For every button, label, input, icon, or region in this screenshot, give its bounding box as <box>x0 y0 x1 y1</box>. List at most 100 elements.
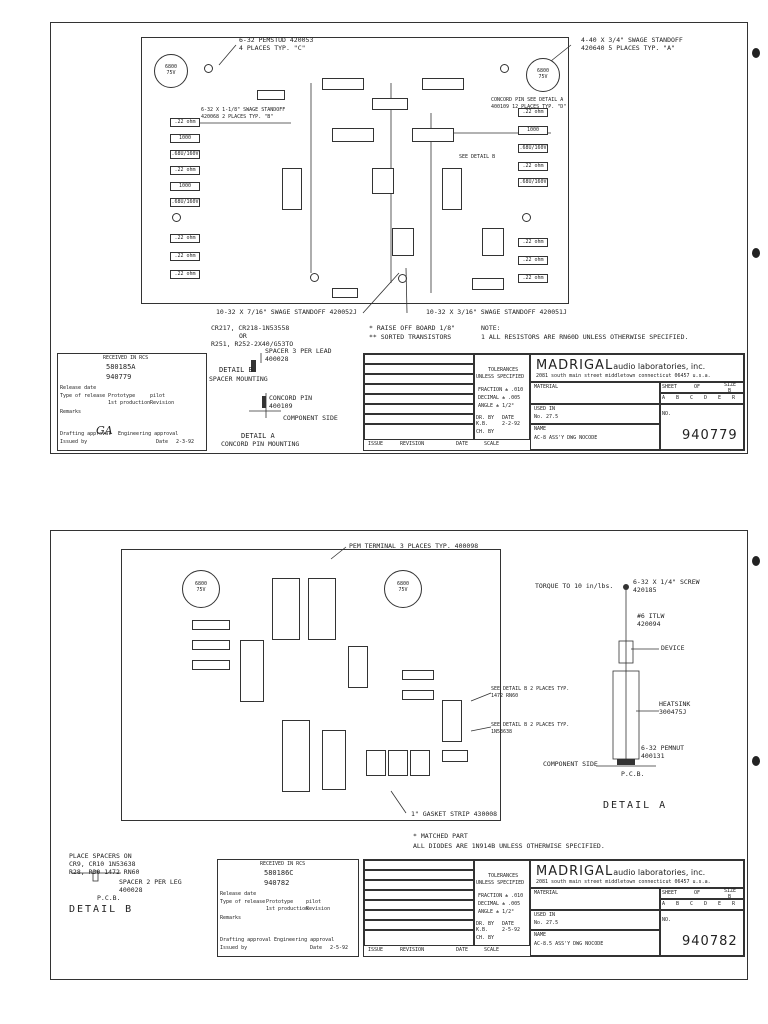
tb-revision: REVISION <box>400 441 425 447</box>
component <box>192 620 230 630</box>
tb-size: SIZE <box>724 382 737 388</box>
tb-name: NAME <box>534 426 547 432</box>
tb-no: NO. <box>662 917 672 923</box>
tb-letter-a: A <box>662 901 666 907</box>
callout-pcb: P.C.B. <box>621 770 645 778</box>
tb-dwg-no: 940779 <box>682 428 738 443</box>
stamp-issued-by: Issued by <box>60 439 88 445</box>
callout-see-detail-b: SEE DETAIL B <box>459 154 496 160</box>
component <box>442 750 468 762</box>
component <box>402 670 434 680</box>
component <box>402 690 434 700</box>
component <box>257 90 285 100</box>
tb-issue: ISSUE <box>368 947 384 953</box>
component <box>192 660 230 670</box>
capacitor: .68U/160V <box>518 178 548 187</box>
callout-concord-pin-sub: 400109 12 PLACES TYP. "D" <box>491 104 567 110</box>
tb-used-in-val: No. 27.5 <box>534 414 559 420</box>
stamp-prototype: Prototype <box>266 899 294 905</box>
resistor: .22 ohm <box>518 256 548 265</box>
note-1: 1 ALL RESISTORS ARE RN60D UNLESS OTHERWI… <box>481 333 689 341</box>
detail-b-line2: CR9, CR10 1N53638 <box>69 860 136 868</box>
tb-angle: ANGLE ± 1/2° <box>478 909 515 915</box>
trimmer <box>410 750 430 776</box>
stamp-first-production: 1st production <box>266 906 309 912</box>
mounting-hole <box>522 213 531 222</box>
tb-letter-d: D <box>704 901 708 907</box>
stamp-revision: Revision <box>150 400 175 406</box>
stamp-first-production: 1st production <box>108 400 151 406</box>
mounting-hole <box>204 64 213 73</box>
stamp-issued-by: Issued by <box>220 945 248 951</box>
tb-of: OF <box>694 384 701 390</box>
capacitor: .68U/160V <box>518 144 548 153</box>
company-logo: MADRIGALaudio laboratories, inc. <box>536 864 706 879</box>
title-block-top: TOLERANCES UNLESS SPECIFIED FRACTION ± .… <box>363 353 745 451</box>
tb-name: NAME <box>534 932 547 938</box>
component <box>372 98 408 110</box>
callout-itlw-pn: 420094 <box>637 620 661 628</box>
stamp-dwg-no: 940782 <box>264 879 290 887</box>
callout-swage-316: 10-32 X 3/16" SWAGE STANDOFF 420051J <box>426 308 567 316</box>
binder-hole-mark <box>752 48 760 58</box>
release-stamp: RECEIVED IN RCS 580186C 940782 Release d… <box>217 859 359 957</box>
tb-sheet: SHEET <box>662 890 678 896</box>
stamp-drafting: Drafting approval <box>60 431 112 437</box>
resistor: .22 ohm <box>518 238 548 247</box>
resistor: .22 ohm <box>170 252 200 261</box>
tb-name-val: AC-8 ASS'Y DWG NOCODE <box>534 435 598 441</box>
component <box>372 168 394 194</box>
company-logo: MADRIGALaudio laboratories, inc. <box>536 358 706 373</box>
component <box>472 278 504 290</box>
stamp-part-no: 580186C <box>264 869 294 877</box>
stamp-release-date: Release date <box>220 891 257 897</box>
trimmer <box>366 750 386 776</box>
tb-tolerances: TOLERANCES <box>488 367 519 373</box>
stamp-prototype: Prototype <box>108 393 136 399</box>
tb-unless: UNLESS SPECIFIED <box>476 374 525 380</box>
capacitor-block <box>308 578 336 640</box>
stamp-date: Date <box>310 945 323 951</box>
stamp-release-date: Release date <box>60 385 97 391</box>
tb-used-in: USED IN <box>534 912 556 918</box>
component <box>392 228 414 256</box>
tb-used-in: USED IN <box>534 406 556 412</box>
tb-size-val: B <box>728 894 732 900</box>
callout-comp-side: COMPONENT SIDE <box>543 760 598 768</box>
detail-a-title: DETAIL A <box>241 432 275 440</box>
callout-screw-pn: 420185 <box>633 586 657 594</box>
callout-pemnut: 6-32 PEMNUT <box>641 744 685 752</box>
component <box>442 700 462 742</box>
tb-name-val: AC-8.5 ASS'Y DWG NOCODE <box>534 941 604 947</box>
tb-material: MATERIAL <box>534 384 559 390</box>
callout-swage-716: 10-32 X 7/16" SWAGE STANDOFF 420052J <box>216 308 357 316</box>
tb-letter-a: A <box>662 395 666 401</box>
note-header: NOTE: <box>481 324 501 332</box>
tb-dr-by: DR. BY <box>476 921 495 927</box>
resistor: .22 ohm <box>170 166 200 175</box>
callout-see-b2-sub: 1N53638 <box>491 729 513 735</box>
tb-date-label: DATE <box>502 921 515 927</box>
resistor: .22 ohm <box>170 118 200 127</box>
stamp-remarks: Remarks <box>60 409 82 415</box>
callout-see-b1: SEE DETAIL B 2 PLACES TYP. <box>491 686 570 692</box>
stamp-revision: Revision <box>306 906 331 912</box>
detail-b-line2: OR <box>239 332 247 340</box>
resistor: .22 ohm <box>518 274 548 283</box>
tb-revision: REVISION <box>400 947 425 953</box>
callout-heatsink-pn: 300475J <box>659 708 687 716</box>
stamp-date: Date <box>156 439 169 445</box>
detail-b-subtitle: SPACER MOUNTING <box>209 375 268 383</box>
resistor: 1000 <box>170 182 200 191</box>
mounting-hole <box>398 274 407 283</box>
company-address: 2081 south main street middletown connec… <box>536 373 711 379</box>
tb-dr-by-val: K.B. <box>476 421 489 427</box>
capacitor: .68U/160V <box>170 198 200 207</box>
tb-scale: SCALE <box>484 441 500 447</box>
note-raise: * RAISE OFF BOARD 1/8" <box>369 324 456 332</box>
detail-a-pin: CONCORD PIN <box>269 394 313 402</box>
